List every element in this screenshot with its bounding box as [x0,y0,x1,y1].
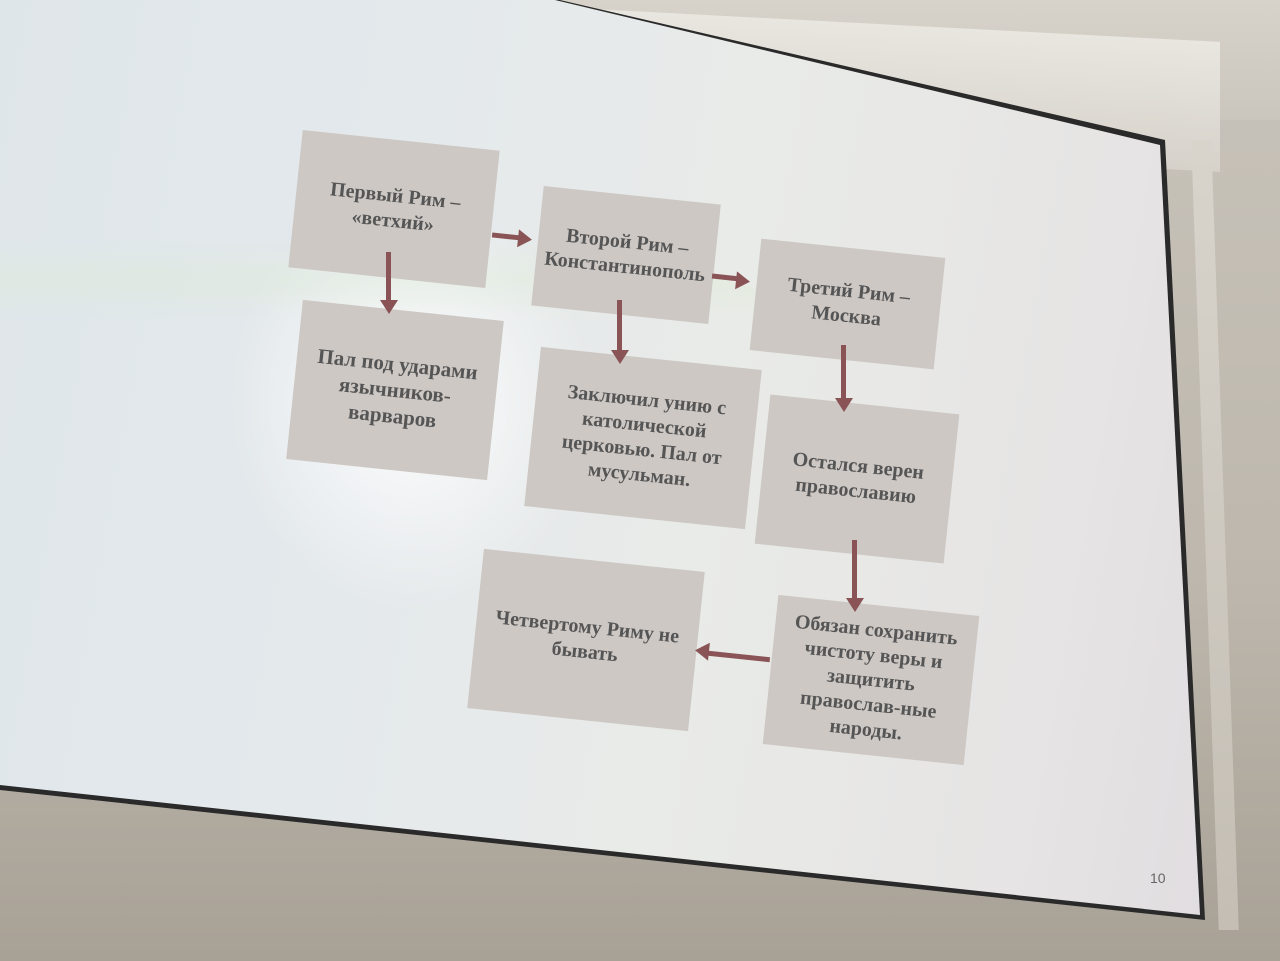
arrowhead-second-to-third [735,271,751,291]
arrowhead-remained-down [846,598,864,612]
slide-page-number: 10 [1150,870,1166,886]
arrow-first-down [386,252,391,302]
arrow-obliged-to-fourth [707,650,771,663]
box-second-rome: Второй Рим – Константинополь [531,186,721,324]
arrow-remained-down [852,540,857,600]
box-obliged: Обязан сохранить чистоту веры и защитить… [762,594,980,766]
box-fell-pagans: Пал под ударами язычников-варваров [286,299,504,481]
arrow-second-down [617,300,622,352]
box-remained: Остался верен православию [754,394,960,564]
box-union: Заключил унию с католической церковью. П… [524,346,762,530]
arrowhead-first-to-second [517,229,533,249]
arrowhead-third-down [835,398,853,412]
box-first-rome: Первый Рим – «ветхий» [288,130,500,288]
arrowhead-second-down [611,350,629,364]
box-third-rome: Третий Рим – Москва [749,238,946,370]
arrow-third-down [841,345,846,400]
arrowhead-obliged-to-fourth [694,641,710,661]
box-fourth-rome: Четвертому Риму не бывать [467,548,705,732]
arrowhead-first-down [380,300,398,314]
